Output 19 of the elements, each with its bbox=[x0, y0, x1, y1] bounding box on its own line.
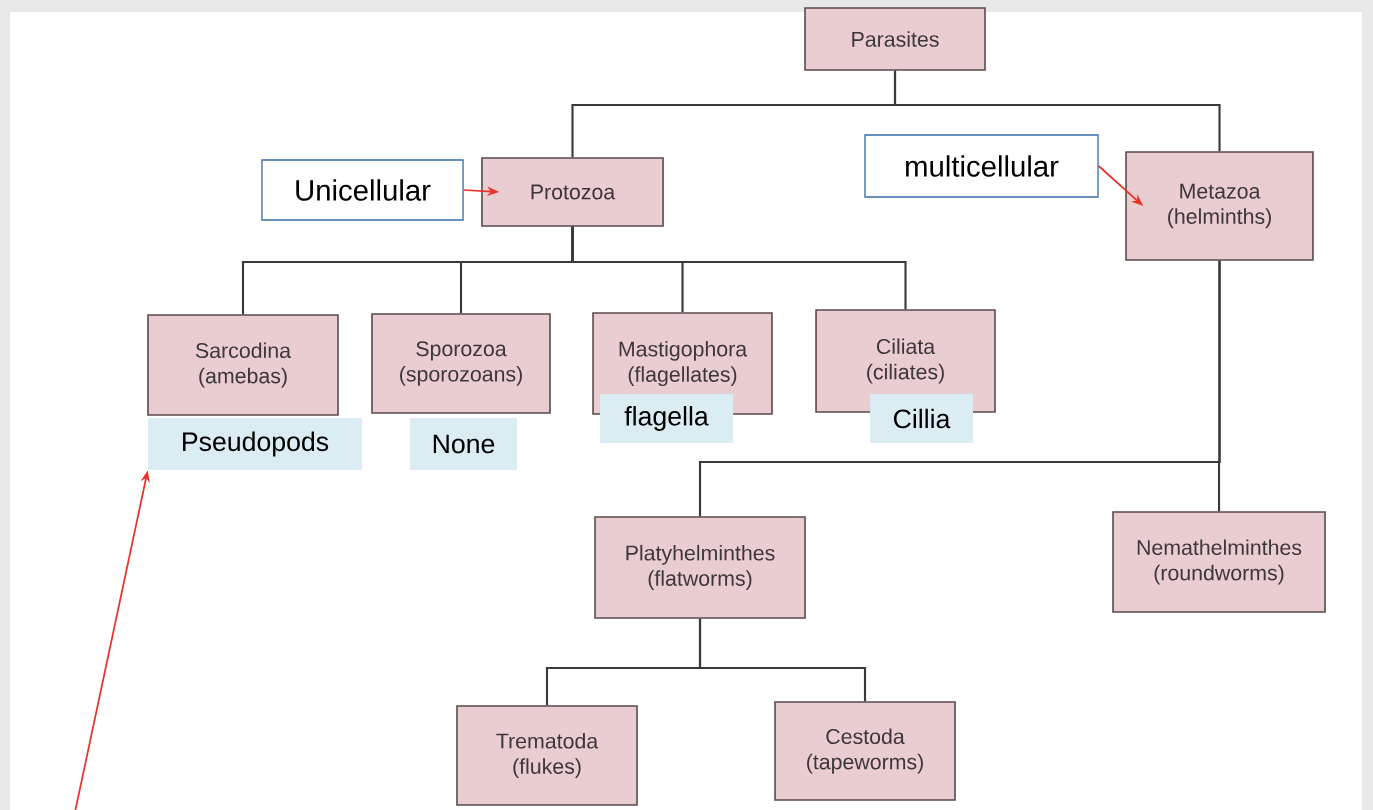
taxon-box: Sarcodina (amebas) bbox=[147, 314, 339, 416]
connector-line bbox=[893, 70, 1221, 152]
taxon-box: Trematoda (flukes) bbox=[456, 705, 638, 806]
trait-band: Pseudopods bbox=[148, 418, 362, 470]
trait-band: flagella bbox=[600, 393, 734, 444]
trait-band: Cillia bbox=[870, 393, 973, 444]
connector-line bbox=[698, 618, 867, 702]
taxon-box: Sporozoa (sporozoans) bbox=[371, 313, 551, 414]
connector-line bbox=[571, 226, 907, 310]
taxon-box: Cestoda (tapeworms) bbox=[774, 701, 956, 801]
label-box: multicellular bbox=[864, 134, 1099, 198]
trait-band: None bbox=[410, 418, 517, 470]
taxon-box: Protozoa bbox=[481, 157, 664, 227]
taxon-box: Nemathelminthes (roundworms) bbox=[1112, 511, 1326, 613]
connector-line bbox=[1217, 260, 1221, 512]
taxon-box: Metazoa (helminths) bbox=[1125, 151, 1314, 261]
label-box: Unicellular bbox=[261, 159, 464, 221]
taxon-box: Platyhelminthes (flatworms) bbox=[594, 516, 806, 619]
taxon-box: Parasites bbox=[804, 7, 986, 71]
